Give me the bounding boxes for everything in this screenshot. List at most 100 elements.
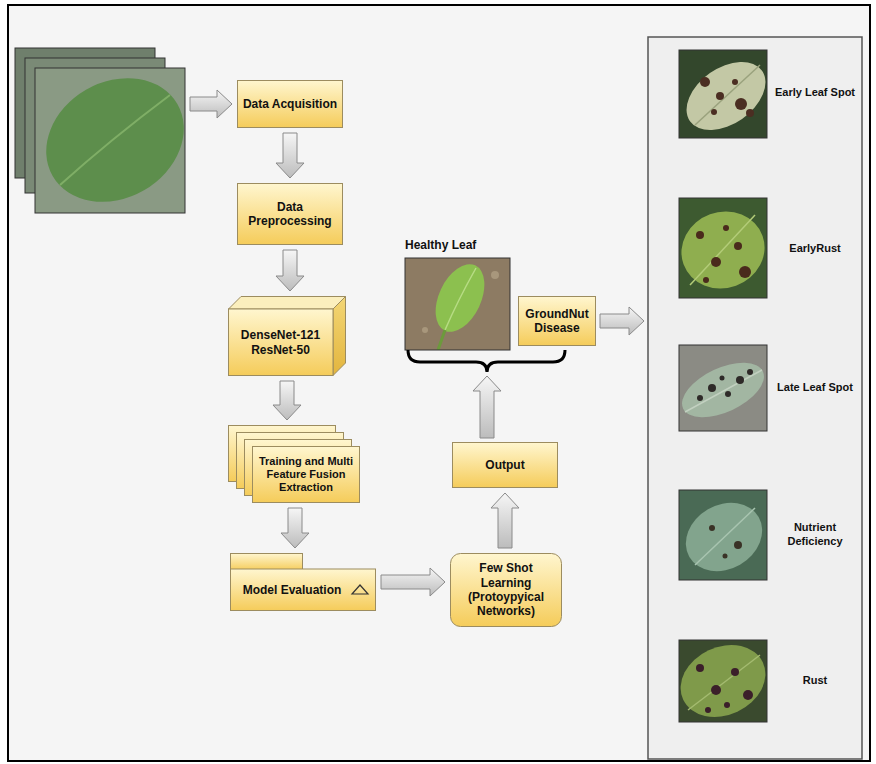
early-leaf-spot-photo (700, 77, 710, 87)
node-text: Few Shot Learning (Protoypyical Networks… (454, 561, 558, 619)
early-rust-photo (679, 200, 767, 298)
early-leaf-spot-photo (679, 50, 767, 138)
text-area: GroundNut Disease (522, 300, 592, 342)
early-leaf-spot-photo (732, 79, 738, 85)
late-leaf-spot-photo (725, 391, 731, 397)
rust-photo (743, 690, 753, 700)
block-arrow (276, 133, 304, 178)
disease-label: Late Leaf Spot (772, 381, 858, 395)
block-arrow (491, 493, 519, 548)
node-outline (231, 554, 303, 571)
nutrient-deficiency-photo (679, 490, 767, 580)
text-area: Few Shot Learning (Protoypyical Networks… (454, 557, 558, 623)
rust-photo (705, 707, 711, 713)
photo-frame (35, 68, 185, 213)
disease-label: Nutrient Deficiency (772, 521, 858, 549)
rust-photo (731, 668, 739, 676)
nutrient-deficiency-photo (679, 490, 767, 580)
folder-box: Model Evaluation (230, 553, 376, 611)
model-cube: DenseNet-121 ResNet-50 (228, 296, 346, 376)
block-arrow (190, 90, 232, 118)
input-photo-stack (15, 48, 206, 226)
leaf-photo (35, 68, 185, 213)
block-arrow (281, 508, 309, 548)
early-rust-photo (703, 277, 709, 283)
rust-photo (669, 632, 777, 731)
node-outline (352, 585, 368, 594)
healthy-leaf-photo (445, 268, 476, 330)
text-area: DenseNet-121 ResNet-50 (232, 313, 329, 372)
nutrient-deficiency-photo (695, 508, 755, 565)
leaf-photo (35, 68, 185, 213)
nutrient-deficiency-photo (734, 541, 742, 549)
node-outline (238, 184, 343, 245)
node-outline (453, 443, 558, 488)
early-rust-photo (723, 225, 729, 231)
healthy-leaf-photo (438, 330, 445, 350)
early-leaf-spot-photo (711, 109, 717, 115)
process-box: GroundNut Disease (518, 296, 596, 346)
early-rust-photo (679, 198, 767, 298)
early-rust-photo (679, 198, 767, 298)
early-leaf-spot-photo (716, 92, 724, 100)
early-rust-photo (734, 242, 742, 250)
late-leaf-spot-photo (679, 345, 767, 431)
outer-frame (8, 5, 870, 761)
healthy-leaf-photo (405, 258, 510, 350)
image-caption: Healthy Leaf (405, 238, 515, 253)
leaf-photo (60, 95, 170, 185)
early-leaf-spot-photo (746, 109, 754, 117)
rust-photo (696, 664, 704, 672)
text-area: Data Acquisition (241, 84, 339, 124)
healthy-leaf-photo (491, 271, 499, 279)
block-arrow (273, 381, 301, 420)
disease-panel (648, 37, 862, 759)
block-arrow (600, 307, 644, 335)
early-leaf-spot-photo (735, 98, 747, 110)
late-leaf-spot-photo (708, 384, 716, 392)
healthy-leaf-photo (426, 258, 494, 340)
early-rust-photo (711, 257, 721, 267)
rust-photo (724, 702, 730, 708)
stacked-box: Training and Multi Feature Fusion Extrac… (228, 425, 360, 503)
curly-brace (408, 350, 565, 372)
node-outline (230, 553, 376, 611)
rust-photo (679, 640, 767, 722)
text-area: Output (456, 446, 554, 484)
early-leaf-spot-photo (679, 50, 767, 138)
node-text: Data Preprocessing (241, 200, 339, 229)
process-box: Data Acquisition (237, 80, 343, 128)
late-leaf-spot-photo (697, 395, 703, 401)
node-outline (238, 81, 343, 128)
node-outline (519, 297, 596, 346)
rust-photo (688, 655, 760, 710)
node-outline (253, 447, 360, 503)
node-outline (333, 297, 346, 376)
early-leaf-spot-photo (679, 50, 767, 138)
node-outline (451, 554, 562, 627)
block-arrow (276, 250, 304, 291)
early-rust-photo (690, 215, 755, 285)
nutrient-deficiency-photo (709, 525, 715, 531)
node-outline (231, 569, 376, 611)
late-leaf-spot-photo (747, 369, 753, 375)
disease-label: Rust (772, 674, 858, 688)
rust-photo (711, 685, 721, 695)
node-text: DenseNet-121 ResNet-50 (232, 328, 329, 357)
late-leaf-spot-photo (736, 376, 744, 384)
late-leaf-spot-photo (720, 376, 725, 381)
node-outline (229, 309, 334, 376)
rounded-box: Few Shot Learning (Protoypyical Networks… (450, 553, 562, 627)
node-text: GroundNut Disease (522, 307, 592, 336)
rust-photo (679, 640, 767, 722)
disease-label: Early Leaf Spot (772, 86, 858, 100)
nutrient-deficiency-photo (679, 490, 767, 580)
healthy-leaf-photo (422, 327, 428, 333)
node-outline (229, 297, 346, 310)
rust-photo (679, 640, 767, 722)
node-text: Output (485, 458, 524, 472)
